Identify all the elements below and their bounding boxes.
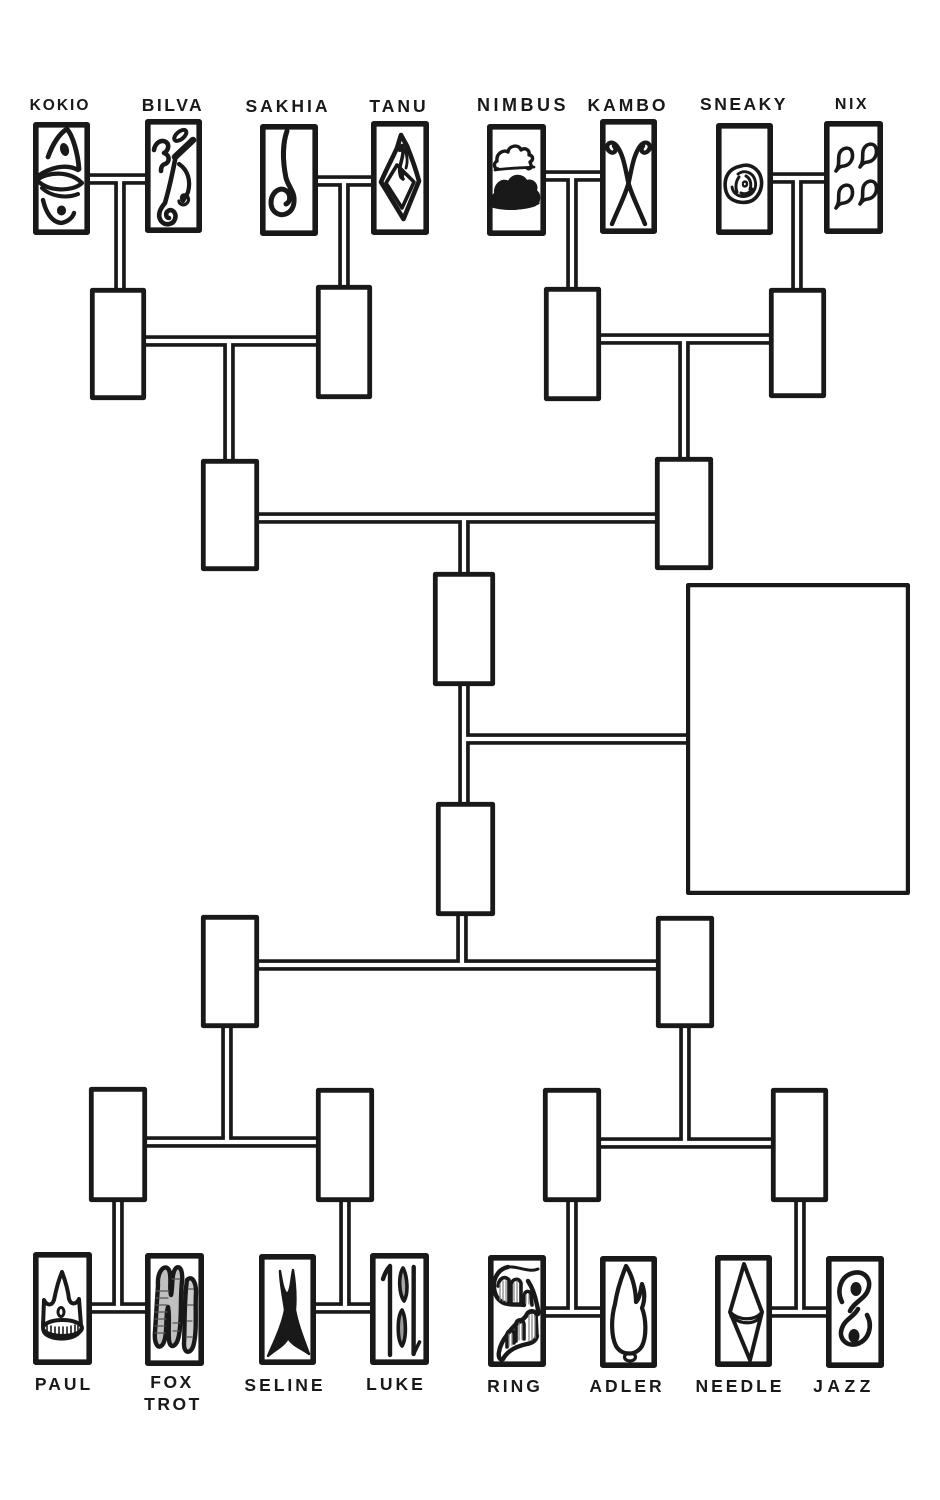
svg-text:PAUL: PAUL [35, 1374, 93, 1394]
svg-text:NIMBUS: NIMBUS [477, 95, 569, 115]
svg-text:JAZZ: JAZZ [813, 1376, 875, 1396]
svg-text:KAMBO: KAMBO [587, 95, 668, 115]
svg-text:LUKE: LUKE [366, 1374, 426, 1394]
svg-text:SAKHIA: SAKHIA [245, 96, 330, 116]
svg-text:FOX: FOX [150, 1372, 193, 1392]
svg-text:TANU: TANU [369, 96, 428, 116]
svg-text:BILVA: BILVA [142, 95, 204, 115]
svg-text:SELINE: SELINE [244, 1375, 325, 1395]
svg-text:TROT: TROT [144, 1394, 202, 1414]
svg-text:NEEDLE: NEEDLE [696, 1376, 785, 1396]
svg-text:NIX: NIX [835, 96, 869, 113]
svg-text:RING: RING [487, 1376, 543, 1396]
svg-text:KOKIO: KOKIO [30, 97, 91, 114]
svg-text:ADLER: ADLER [589, 1376, 664, 1396]
svg-text:SNEAKY: SNEAKY [700, 94, 788, 114]
